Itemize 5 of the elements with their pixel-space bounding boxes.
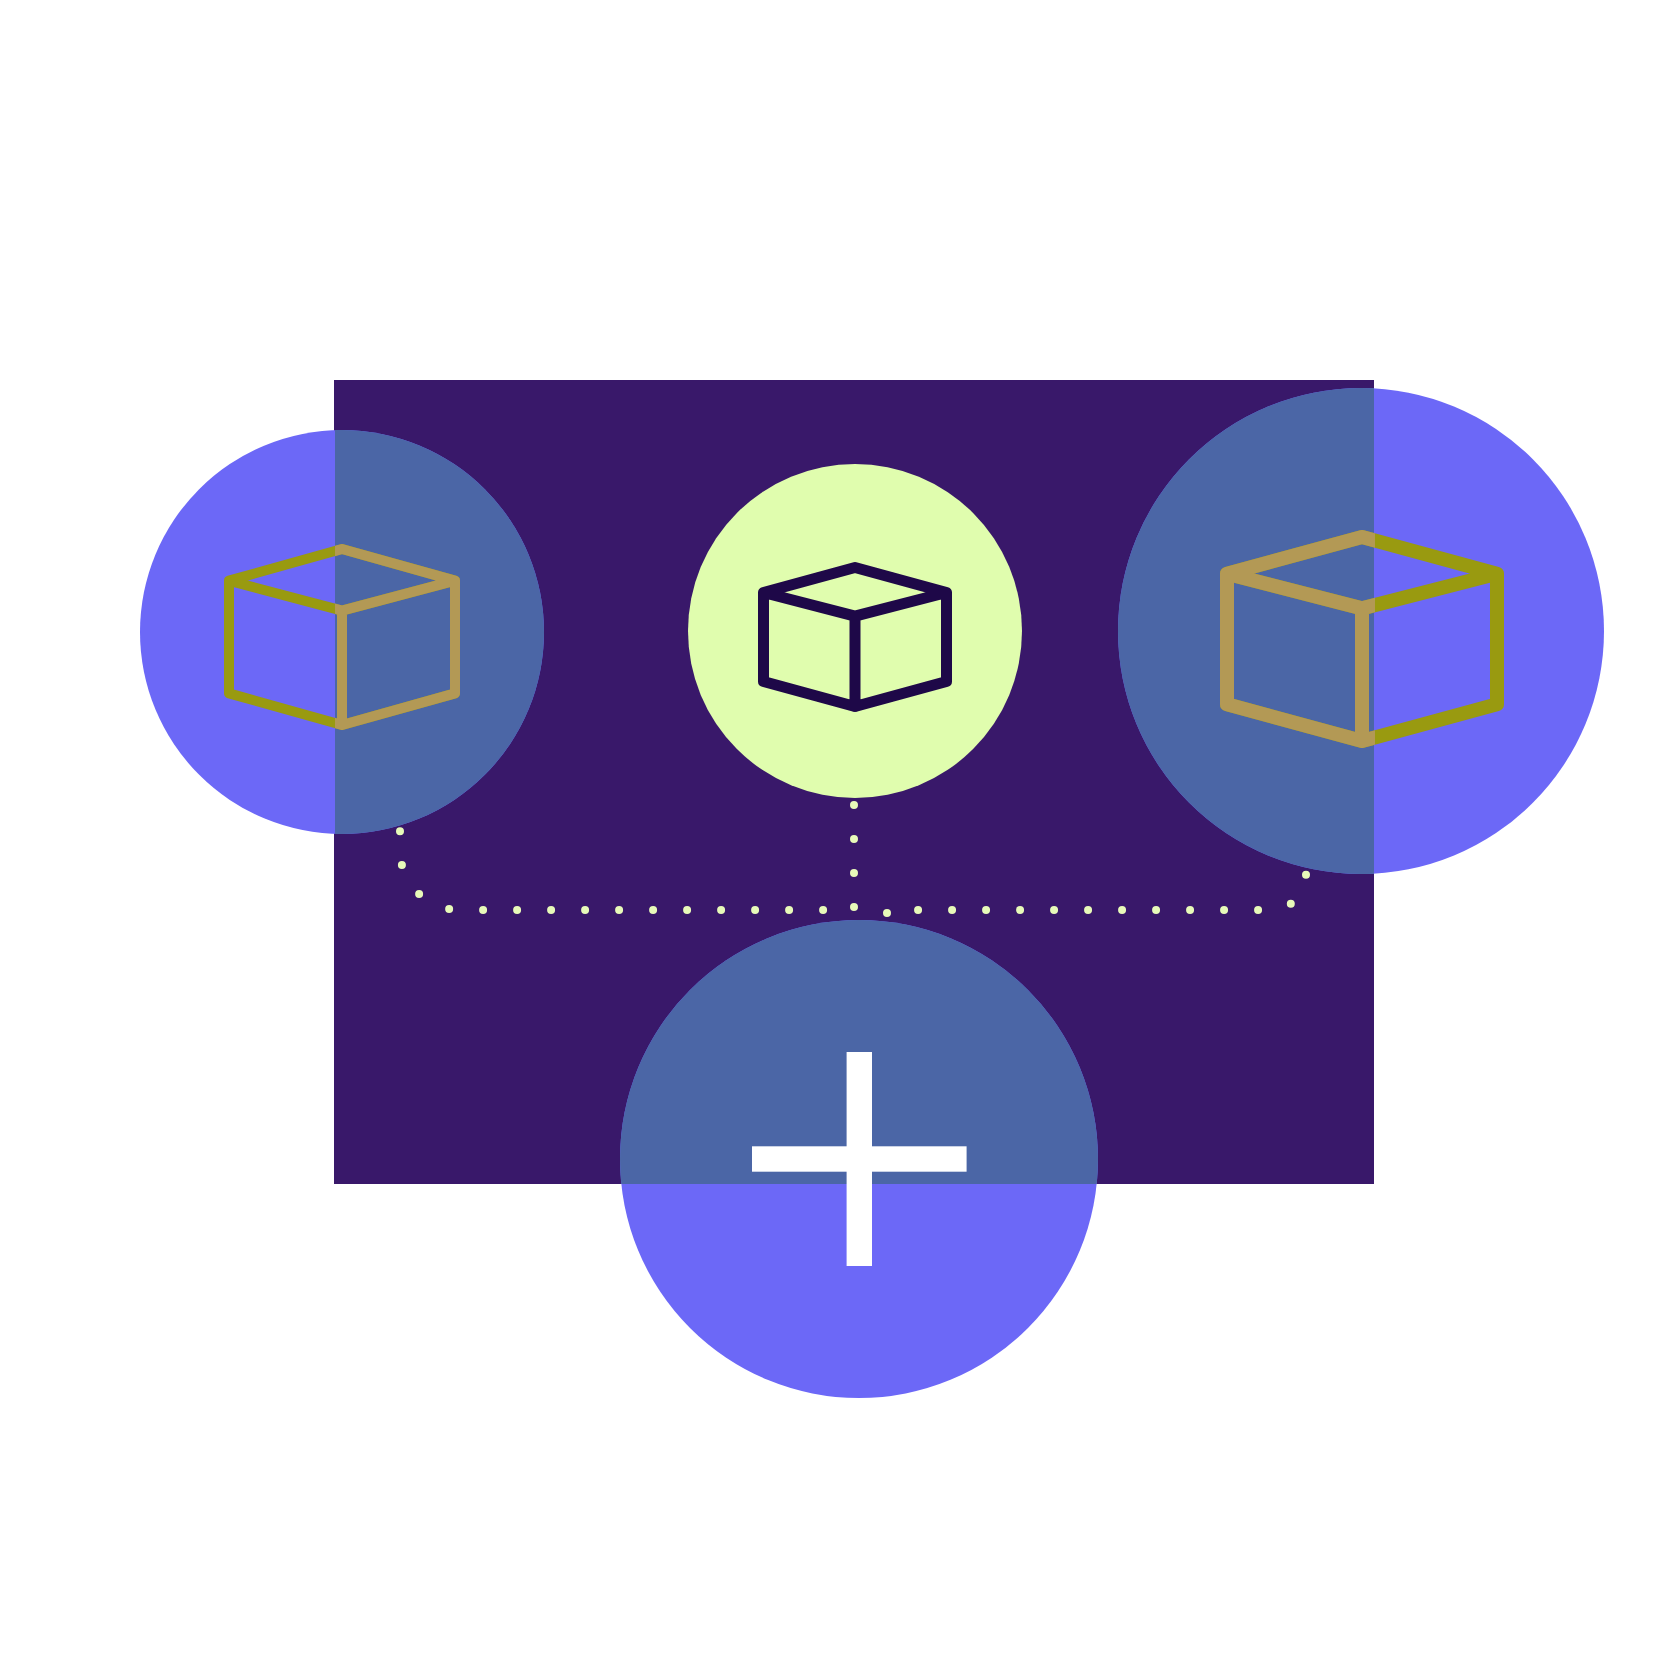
circle-node [139,429,543,833]
circle-node [1118,388,1604,874]
circle-node [687,464,1021,798]
dotted-connector [883,870,1310,919]
circle-node [620,920,1098,1398]
